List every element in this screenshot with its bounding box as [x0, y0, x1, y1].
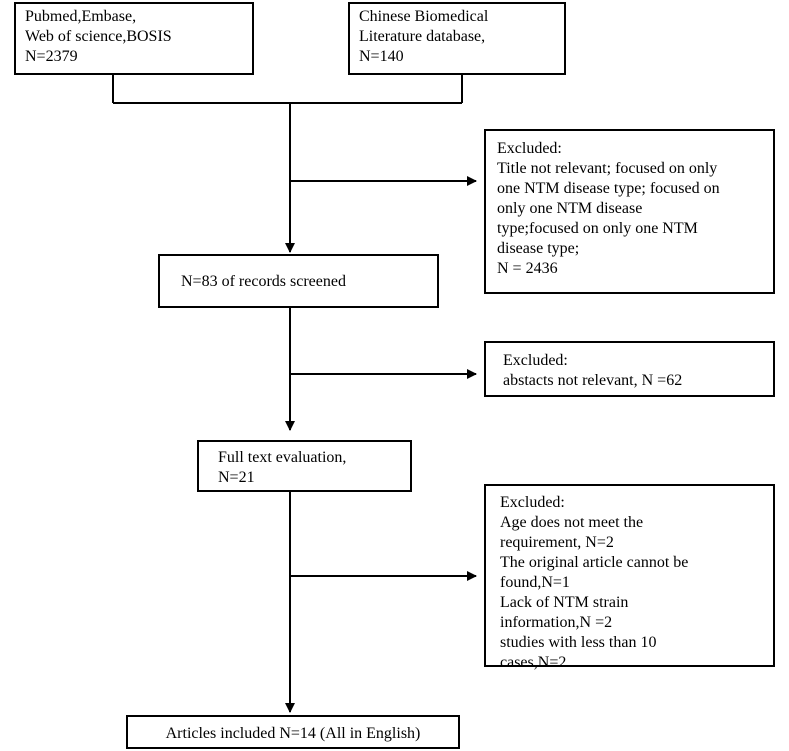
exclusion-line: Excluded:	[500, 494, 565, 511]
included-line: Articles included N=14 (All in English)	[165, 725, 421, 742]
exclusion-line: cases,N=2	[500, 654, 567, 671]
exclusion-line: abstacts not relevant, N =62	[503, 372, 683, 389]
exclusion-box-title-screening: Excluded: Title not relevant; focused on…	[484, 129, 775, 294]
exclusion-line: information,N =2	[500, 614, 613, 631]
exclusion-line: type;focused on only one NTM	[497, 220, 698, 237]
exclusion-line: Excluded:	[503, 352, 568, 369]
exclusion-line: Excluded:	[497, 140, 562, 157]
exclusion-box-full-text: Excluded: Age does not meet the requirem…	[484, 484, 775, 671]
exclusion-line: N = 2436	[497, 260, 558, 277]
exclusion-line: studies with less than 10	[500, 634, 657, 651]
source-box-chinese-biomedical: Chinese Biomedical Literature database, …	[348, 2, 566, 75]
source-box-line: Pubmed,Embase,	[25, 8, 137, 25]
screened-box: N=83 of records screened	[158, 254, 439, 308]
exclusion-line: only one NTM disease	[497, 200, 643, 217]
exclusion-line: requirement, N=2	[500, 534, 614, 551]
exclusion-line: Lack of NTM strain	[500, 594, 629, 611]
source-box-pubmed: Pubmed,Embase, Web of science,BOSIS N=23…	[14, 2, 254, 75]
exclusion-line: The original article cannot be	[500, 554, 689, 571]
source-box-line: N=2379	[25, 48, 78, 65]
exclusion-line: found,N=1	[500, 574, 570, 591]
full-text-line: N=21	[218, 469, 255, 486]
source-box-line: Web of science,BOSIS	[25, 28, 172, 45]
full-text-box: Full text evaluation, N=21	[197, 440, 412, 492]
exclusion-line: disease type;	[497, 240, 580, 257]
screened-line: N=83 of records screened	[181, 273, 346, 290]
source-box-line: Chinese Biomedical	[359, 8, 489, 25]
exclusion-box-abstracts: Excluded: abstacts not relevant, N =62	[484, 341, 775, 397]
exclusion-line: Age does not meet the	[500, 514, 644, 531]
exclusion-line: Title not relevant; focused on only	[497, 160, 718, 177]
source-box-line: Literature database,	[359, 28, 486, 45]
exclusion-line: one NTM disease type; focused on	[497, 180, 720, 197]
included-box: Articles included N=14 (All in English)	[126, 715, 460, 749]
full-text-line: Full text evaluation,	[218, 449, 347, 466]
source-box-line: N=140	[359, 48, 404, 65]
